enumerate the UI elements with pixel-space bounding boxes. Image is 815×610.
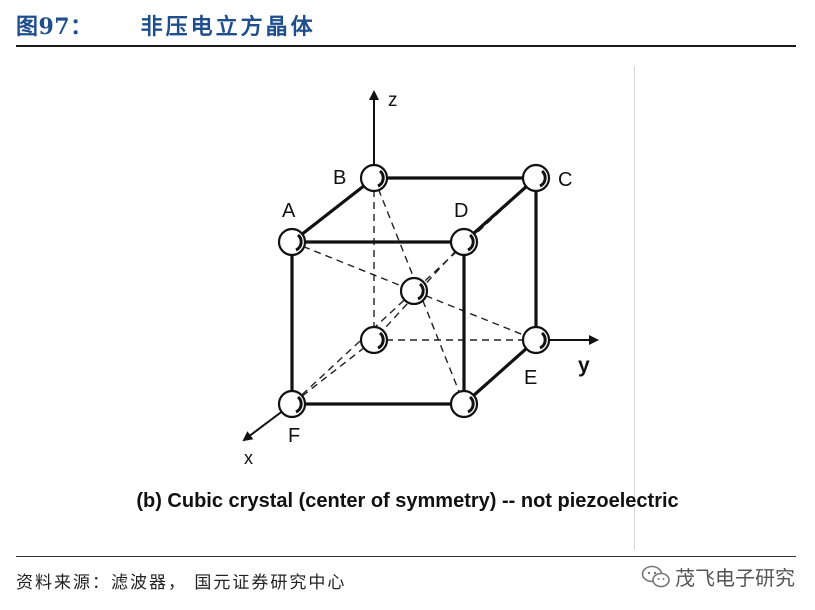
atom-d bbox=[449, 227, 479, 257]
label-y: y bbox=[578, 354, 590, 377]
wechat-icon bbox=[641, 565, 670, 587]
watermark: 茂飞电子研究 bbox=[641, 562, 795, 591]
cubic-crystal-diagram: z y x A B C D E F bbox=[232, 82, 612, 472]
column-divider bbox=[634, 66, 635, 550]
atom-e bbox=[521, 325, 551, 355]
crystal-svg: z y x A B C D E F bbox=[242, 90, 599, 468]
atom-b bbox=[359, 163, 389, 193]
atom-front-bottom-right bbox=[449, 389, 479, 419]
atom-center bbox=[399, 276, 429, 306]
figure-number: 图97： bbox=[16, 14, 93, 40]
label-d: D bbox=[454, 200, 468, 222]
atom-a bbox=[277, 227, 307, 257]
figure-header: 图97： 非压电立方晶体 bbox=[16, 6, 796, 44]
hidden-edges bbox=[291, 178, 536, 405]
label-z: z bbox=[388, 90, 398, 111]
header-rule bbox=[16, 45, 796, 47]
label-f: F bbox=[288, 425, 300, 447]
source-note: 资料来源：滤波器， 国元证券研究中心 bbox=[16, 573, 347, 593]
atom-f bbox=[277, 389, 307, 419]
atom-c bbox=[521, 163, 551, 193]
label-x: x bbox=[244, 448, 253, 468]
figure-caption: (b) Cubic crystal (center of symmetry) -… bbox=[136, 490, 679, 512]
visible-edges bbox=[290, 176, 538, 406]
watermark-text: 茂飞电子研究 bbox=[675, 566, 795, 590]
label-b: B bbox=[333, 167, 346, 189]
atom-hidden-corner bbox=[359, 325, 389, 355]
label-e: E bbox=[524, 367, 537, 389]
label-a: A bbox=[282, 200, 296, 222]
footer-rule bbox=[16, 556, 796, 557]
label-c: C bbox=[558, 169, 572, 191]
figure-title: 非压电立方晶体 bbox=[140, 14, 316, 40]
